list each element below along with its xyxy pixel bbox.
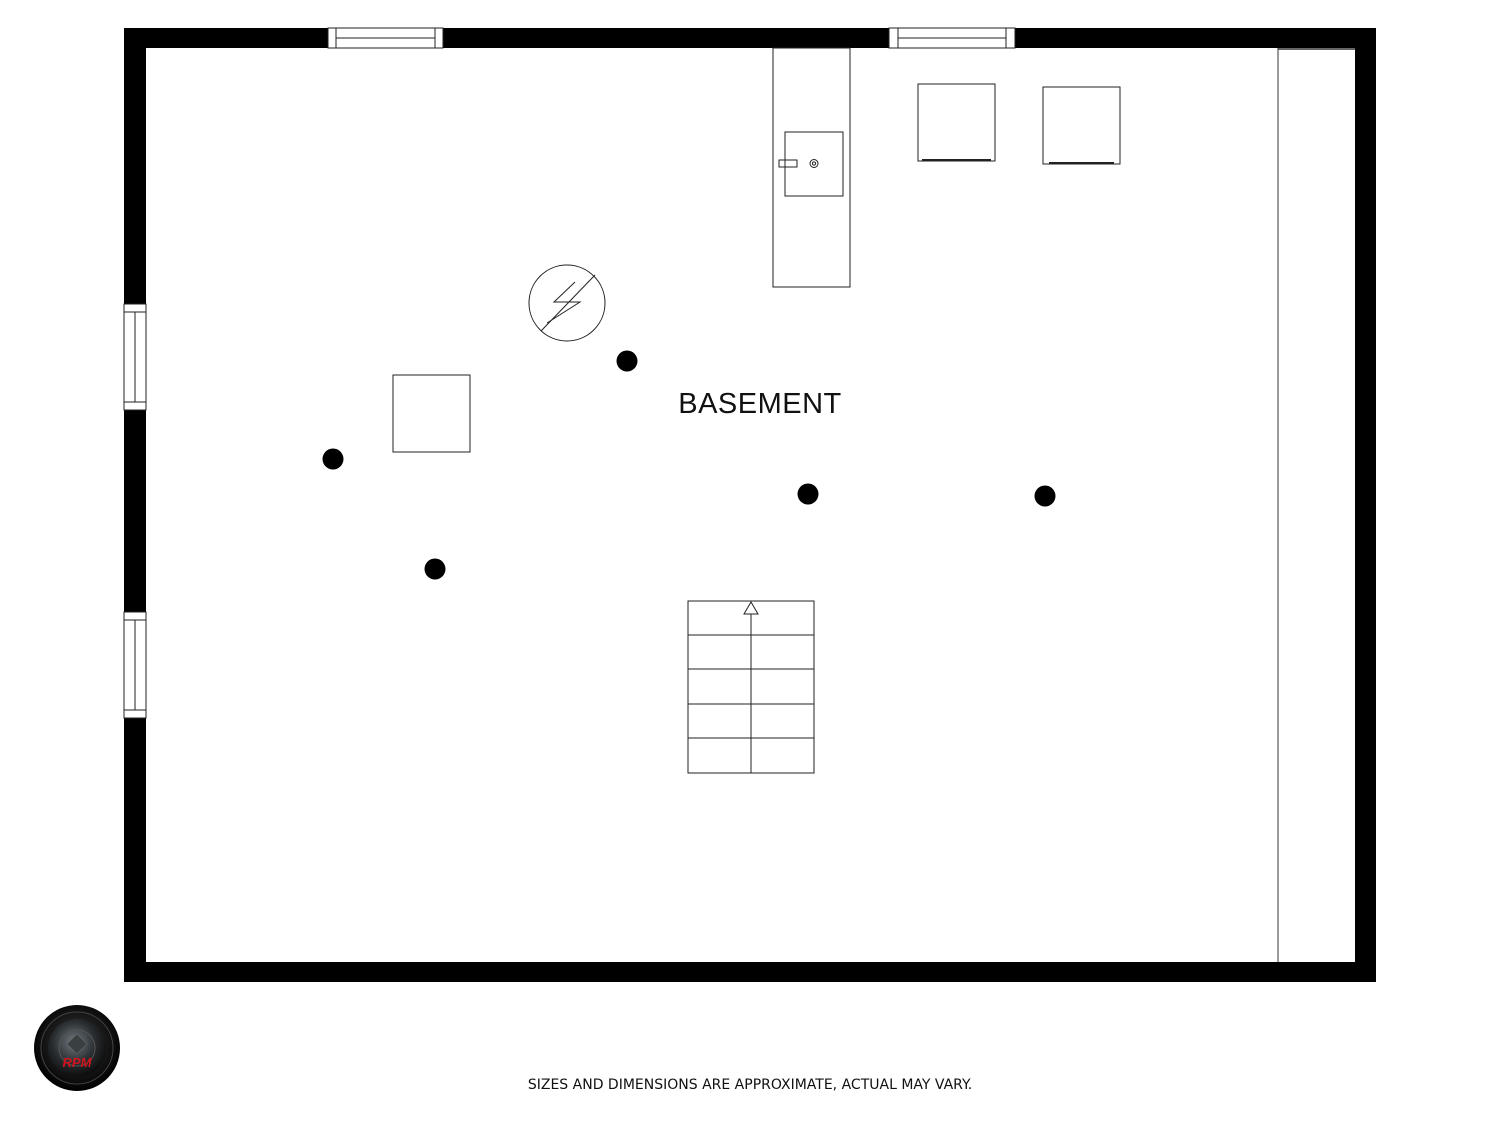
appliance-dryer	[1042, 86, 1121, 165]
support-column-icon	[797, 483, 819, 505]
electrical-panel-icon	[528, 264, 606, 342]
exterior-walls	[124, 28, 1376, 982]
window-top-left	[327, 27, 444, 49]
window-left-upper	[123, 303, 147, 411]
appliance-washer	[917, 83, 996, 162]
stairs-up-arrow-icon	[743, 601, 759, 615]
logo-text: RPM	[63, 1055, 93, 1070]
mechanical-unit	[392, 374, 471, 453]
company-logo: RPM	[34, 1005, 120, 1091]
window-left-lower	[123, 611, 147, 719]
support-column-icon	[616, 350, 638, 372]
counter-with-sink	[772, 47, 851, 288]
disclaimer-text: SIZES AND DIMENSIONS ARE APPROXIMATE, AC…	[527, 1077, 973, 1093]
window-top-right	[888, 27, 1016, 49]
right-partition	[1277, 48, 1355, 962]
room-label-basement: BASEMENT	[678, 388, 842, 420]
stairs	[687, 600, 815, 774]
support-column-icon	[322, 448, 344, 470]
support-columns	[322, 350, 1056, 580]
support-column-icon	[1034, 485, 1056, 507]
support-column-icon	[424, 558, 446, 580]
